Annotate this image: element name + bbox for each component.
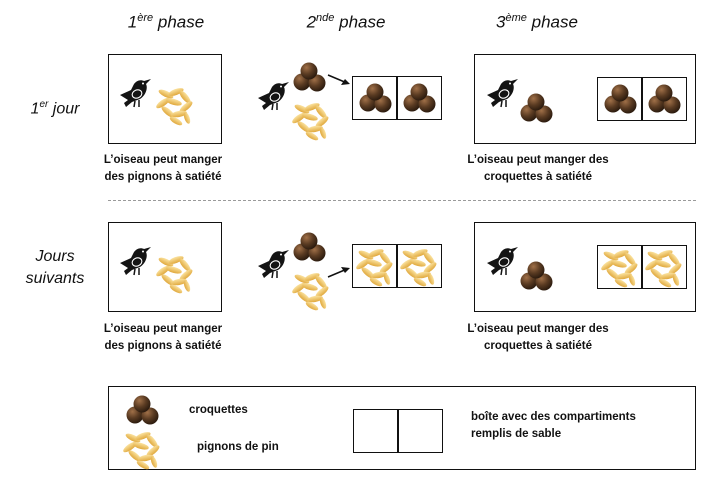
arrow-icon	[327, 74, 350, 85]
phase-3-box-day-1	[474, 54, 696, 144]
kibble-icon	[359, 83, 392, 113]
bird-icon	[486, 246, 519, 276]
legend-pine-label: pignons de pin	[197, 441, 279, 453]
phase-3-box-following-days	[474, 222, 696, 312]
kibble-icon	[293, 232, 326, 262]
phase-1-header: 1ère phase	[127, 12, 205, 32]
pine-nuts-icon	[398, 247, 439, 288]
phase-1-box-following-days	[108, 222, 222, 312]
caption-kibble-following-days: L’oiseau peut manger des croquettes à sa…	[467, 323, 609, 352]
compartment-divider	[641, 78, 643, 120]
pine-nuts-icon	[121, 430, 162, 471]
caption-pine-day-1: L’oiseau peut manger des pignons à satié…	[103, 154, 223, 183]
pine-nuts-icon	[154, 254, 195, 295]
pine-nuts-icon	[154, 86, 195, 127]
phase-3-header: 3ème phase	[496, 12, 578, 32]
sand-box-phase-2-day-1	[352, 76, 442, 120]
sand-box-phase-3-day-1	[597, 77, 687, 121]
pine-nuts-icon	[599, 248, 640, 289]
kibble-icon	[126, 395, 159, 425]
bird-icon	[257, 81, 290, 111]
phase-2-header: 2nde phase	[306, 12, 386, 32]
dashed-divider	[108, 200, 696, 201]
pine-nuts-icon	[354, 247, 395, 288]
pine-nuts-icon	[643, 248, 684, 289]
kibble-icon	[648, 84, 681, 114]
row-label-day-1: 1er jour	[30, 99, 80, 118]
kibble-icon	[403, 83, 436, 113]
compartment-divider	[641, 246, 643, 288]
caption-kibble-day-1: L’oiseau peut manger des croquettes à sa…	[467, 154, 609, 183]
arrow-icon	[327, 267, 350, 278]
pine-nuts-icon	[290, 101, 331, 142]
legend-box: croquettes pignons de pin boîte avec des…	[108, 386, 696, 471]
sand-box-phase-2-following-days	[352, 244, 442, 288]
kibble-icon	[520, 261, 553, 291]
caption-pine-following-days: L’oiseau peut manger des pignons à satié…	[103, 323, 223, 352]
kibble-icon	[293, 62, 326, 92]
legend-kibble-label: croquettes	[189, 404, 248, 416]
compartment-divider	[397, 410, 399, 452]
bird-icon	[257, 249, 290, 279]
compartment-divider	[396, 245, 398, 287]
phase-1-box-day-1	[108, 54, 222, 144]
compartment-divider	[396, 77, 398, 119]
kibble-icon	[604, 84, 637, 114]
kibble-icon	[520, 93, 553, 123]
bird-icon	[119, 78, 152, 108]
row-label-following-days: Jours suivants	[25, 248, 85, 287]
legend-box-label: boîte avec des compartiments remplis de …	[471, 411, 636, 440]
sand-box-phase-3-following-days	[597, 245, 687, 289]
bird-icon	[119, 246, 152, 276]
legend-sand-box	[353, 409, 443, 453]
bird-icon	[486, 78, 519, 108]
